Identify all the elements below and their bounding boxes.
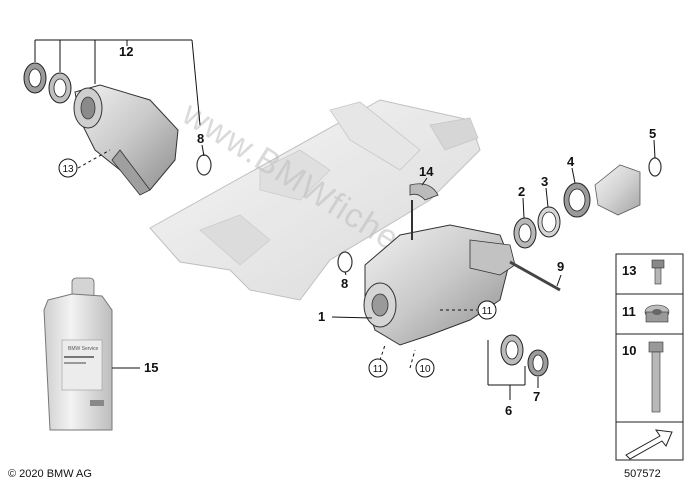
part-12-flange-housing	[23, 62, 212, 196]
callout-8-top: 8	[197, 131, 204, 146]
o-ring-8-top-icon	[196, 154, 212, 176]
svg-text:11: 11	[482, 306, 493, 317]
vent-hose-14	[409, 183, 439, 201]
callout-5: 5	[649, 126, 656, 141]
leader-lines	[34, 39, 656, 400]
legend-label-10: 10	[622, 343, 636, 358]
hex-plug-icon	[644, 304, 670, 323]
bottle-brand-text: BMW Service	[68, 346, 99, 352]
svg-text:13: 13	[62, 164, 74, 175]
legend-item-11[interactable]: 11	[622, 304, 670, 323]
bottom-seals	[500, 334, 549, 377]
legend-label-13: 13	[622, 263, 636, 278]
callout-8-bottom: 8	[341, 276, 348, 291]
svg-text:10: 10	[419, 364, 431, 375]
svg-text:11: 11	[373, 364, 384, 375]
right-side-seals	[509, 157, 662, 292]
oil-bottle-15: BMW Service	[43, 277, 113, 431]
bolt-long-icon	[648, 341, 664, 413]
arrow-down-right-icon[interactable]	[615, 421, 684, 461]
callout-1: 1	[318, 309, 325, 324]
callout-9: 9	[557, 259, 564, 274]
callout-12: 12	[119, 44, 133, 59]
diagram-number: 507572	[624, 468, 661, 480]
callout-7: 7	[533, 389, 540, 404]
legend-item-13[interactable]: 13	[622, 259, 665, 285]
oil-pan	[149, 99, 481, 301]
callout-15: 15	[144, 360, 158, 375]
legend-label-11: 11	[622, 304, 636, 319]
circled-ref-11-bottom: 11	[368, 358, 388, 378]
part-1-final-drive	[337, 183, 516, 346]
o-ring-5-icon	[648, 157, 662, 177]
callout-14: 14	[419, 164, 434, 179]
bolt-9-icon	[509, 260, 561, 292]
callout-6: 6	[505, 403, 512, 418]
o-ring-8-bottom-icon	[337, 251, 353, 273]
circled-ref-10: 10	[415, 358, 435, 378]
legend-panel: 13 11 10	[615, 253, 684, 461]
copyright-text: © 2020 BMW AG	[8, 468, 92, 480]
circled-ref-13: 13	[58, 158, 78, 178]
callout-4: 4	[567, 154, 575, 169]
bolt-short-icon	[651, 259, 665, 285]
callout-2: 2	[518, 184, 525, 199]
circled-ref-11-right: 11	[477, 300, 497, 320]
callout-3: 3	[541, 174, 548, 189]
legend-item-10[interactable]: 10	[622, 341, 664, 413]
